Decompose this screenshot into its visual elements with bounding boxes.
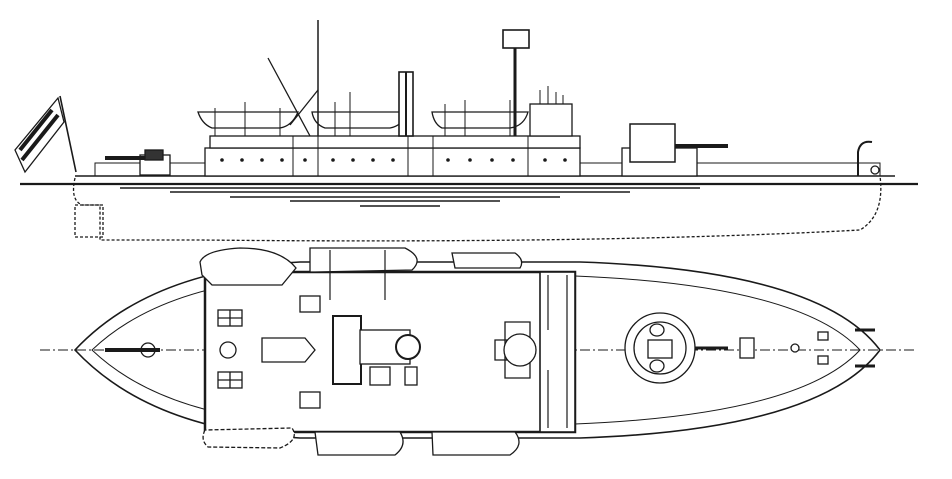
side-elevation bbox=[14, 20, 918, 242]
deck-plan bbox=[40, 247, 915, 456]
lifeboat-icon bbox=[451, 252, 523, 269]
lifeboat-icon bbox=[311, 111, 409, 129]
lifeboat-icon bbox=[199, 247, 297, 286]
gun-turret-icon bbox=[621, 123, 728, 177]
flag-icon bbox=[14, 95, 77, 174]
waterline-hatching bbox=[120, 187, 700, 207]
mast-icon bbox=[267, 20, 319, 137]
davit bbox=[857, 140, 873, 176]
lifeboats bbox=[199, 247, 523, 456]
hatches bbox=[105, 295, 875, 409]
lifeboat-icon bbox=[314, 431, 404, 456]
superstructure bbox=[204, 147, 581, 177]
rudder bbox=[74, 204, 104, 238]
lifeboat-icon bbox=[431, 431, 520, 456]
portholes bbox=[220, 158, 567, 162]
fighting-top-icon bbox=[502, 29, 573, 137]
forward-gun-icon bbox=[105, 149, 171, 176]
lifeboat-icon bbox=[202, 427, 295, 449]
lifeboat-icon bbox=[197, 111, 299, 129]
lifeboat-icon bbox=[309, 247, 418, 273]
underwater-hull bbox=[72, 175, 882, 242]
